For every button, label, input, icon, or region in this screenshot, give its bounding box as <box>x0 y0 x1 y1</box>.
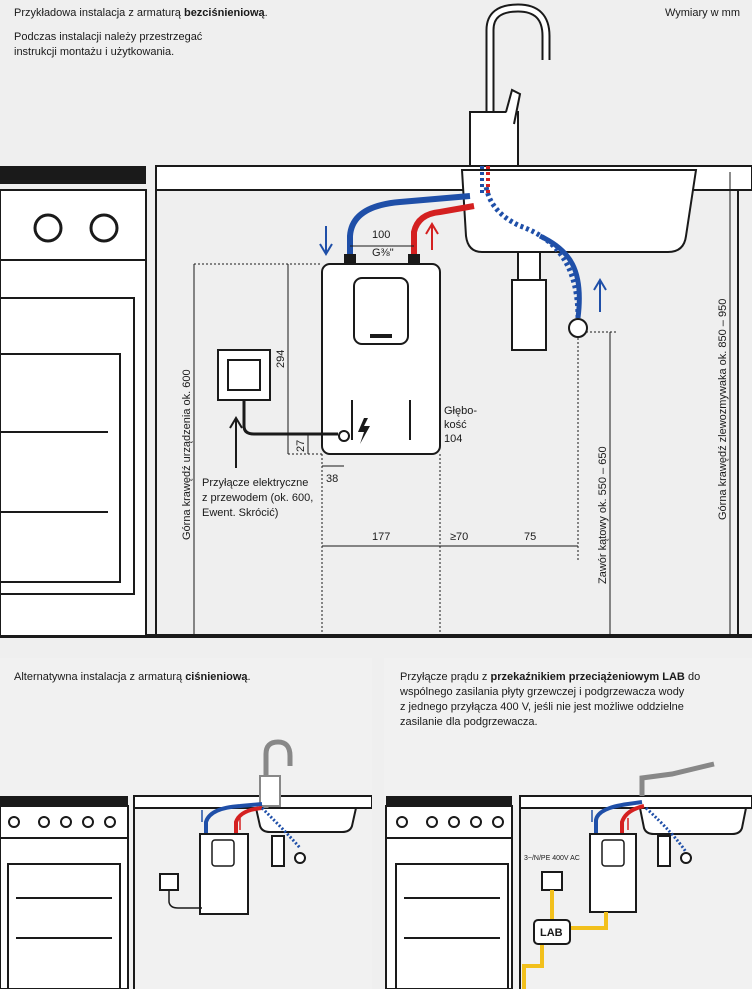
electric-line3: Ewent. Skrócić) <box>202 507 279 519</box>
panel-lab-install: Przyłącze prądu z przekaźnikiem przeciąż… <box>384 658 752 989</box>
arrow-up-icon <box>425 222 439 235</box>
knob-icon <box>492 816 504 828</box>
dim-70: ≥70 <box>450 531 468 543</box>
dim-177: 177 <box>372 531 390 543</box>
intro-prefix: Przykładowa instalacja z armaturą <box>14 7 184 19</box>
panel-pressure-title: Alternatywna instalacja z armaturą ciśni… <box>14 670 251 685</box>
power-cable <box>522 890 608 989</box>
hot-pipe <box>411 203 475 258</box>
knob-icon <box>89 213 119 243</box>
intro-suffix: . <box>264 7 268 19</box>
panel-pressure-install: Alternatywna instalacja z armaturą ciśni… <box>0 658 372 989</box>
arrow-up-icon <box>229 416 243 429</box>
vlabel-device-top: Górna krawędź urządzenia ok. 600 <box>181 369 193 540</box>
top-installation-diagram: 100 G⅜" 294 27 38 Głębo- kość 104 177 ≥7… <box>0 3 752 638</box>
supply-socket <box>541 871 563 891</box>
lab-line1-bold: przekaźnikiem przeciążeniowym LAB <box>490 671 685 683</box>
lab-install-diagram: LAB 3~/N/PE 400V AC <box>385 761 752 989</box>
arrow-up-icon <box>593 278 607 291</box>
knob-icon <box>448 816 460 828</box>
knob-icon <box>33 213 63 243</box>
water-heater <box>199 833 249 915</box>
pressure-title-suffix: . <box>247 671 251 683</box>
electric-line1: Przyłącze elektryczne <box>202 477 309 489</box>
vlabel-sink-top: Górna krawędź zlewozmywaka ok. 850 – 950 <box>717 299 729 520</box>
water-heater <box>321 254 441 455</box>
lab-relay-box <box>533 919 571 945</box>
dimension-lines <box>193 172 731 636</box>
stove <box>0 166 147 637</box>
electric-line2: z przewodem (ok. 600, <box>202 492 314 504</box>
pressure-install-diagram <box>0 739 372 989</box>
sink-basin <box>460 169 698 253</box>
dim-100: 100 <box>372 229 390 241</box>
water-heater <box>589 833 637 913</box>
cold-inlet-pipe <box>538 233 582 319</box>
install-note-line2: instrukcji montażu i użytkowania. <box>14 46 175 58</box>
knob-icon <box>38 816 50 828</box>
knob-icon <box>60 816 72 828</box>
lab-line1: Przyłącze prądu z przekaźnikiem przeciąż… <box>400 670 700 685</box>
dim-38: 38 <box>326 473 338 485</box>
arrow-down-icon <box>319 243 333 256</box>
knob-icon <box>426 816 438 828</box>
panel-lab-description: Przyłącze prądu z przekaźnikiem przeciąż… <box>400 670 700 730</box>
drain-trap <box>511 251 547 351</box>
thread-size: G⅜" <box>372 247 394 259</box>
lab-line3: z jednego przyłącza 400 V, jeśli nie jes… <box>400 701 684 713</box>
faucet-icon <box>639 761 715 796</box>
lab-line2: wspólnego zasilania płyty grzewczej i po… <box>400 686 685 698</box>
dim-27: 27 <box>295 440 307 452</box>
lab-line1-suffix: do <box>684 671 701 683</box>
depth-line3: 104 <box>444 433 462 445</box>
lightning-icon <box>358 418 370 444</box>
vlabel-angle-valve: Zawór kątowy ok. 550 – 650 <box>597 446 609 584</box>
depth-line1: Głębo- <box>444 405 477 417</box>
electric-connection-note: Przyłącze elektryczne z przewodem (ok. 6… <box>202 476 313 521</box>
install-note: Podczas instalacji należy przestrzegać i… <box>14 30 202 60</box>
knob-icon <box>470 816 482 828</box>
lab-line1-prefix: Przyłącze prądu z <box>400 671 491 683</box>
angle-valve-icon <box>568 318 588 338</box>
faucet-icon <box>263 739 293 808</box>
units-label: Wymiary w mm <box>664 7 740 19</box>
lab-line4: zasilanie dla podgrzewacza. <box>400 716 538 728</box>
pressure-title-prefix: Alternatywna instalacja z armaturą <box>14 671 186 683</box>
knob-icon <box>396 816 408 828</box>
cold-pipe <box>347 193 471 258</box>
lab-relay-label: LAB <box>540 927 563 939</box>
knob-icon <box>8 816 20 828</box>
intro-text: Przykładowa instalacja z armaturą bezciś… <box>14 6 268 21</box>
knob-icon <box>82 816 94 828</box>
pressure-title-bold: ciśnieniową <box>185 671 248 683</box>
supply-voltage-label: 3~/N/PE 400V AC <box>524 855 580 862</box>
socket-box <box>159 873 179 891</box>
cold-supply-pipe <box>483 185 581 319</box>
depth-line2: kość <box>444 419 467 431</box>
dim-294: 294 <box>275 350 287 368</box>
faucet-icon <box>469 3 551 167</box>
power-cable <box>242 400 338 436</box>
dim-75: 75 <box>524 531 536 543</box>
knob-icon <box>104 816 116 828</box>
install-note-line1: Podczas instalacji należy przestrzegać <box>14 31 203 43</box>
intro-bold: bezciśnieniową <box>183 7 265 19</box>
